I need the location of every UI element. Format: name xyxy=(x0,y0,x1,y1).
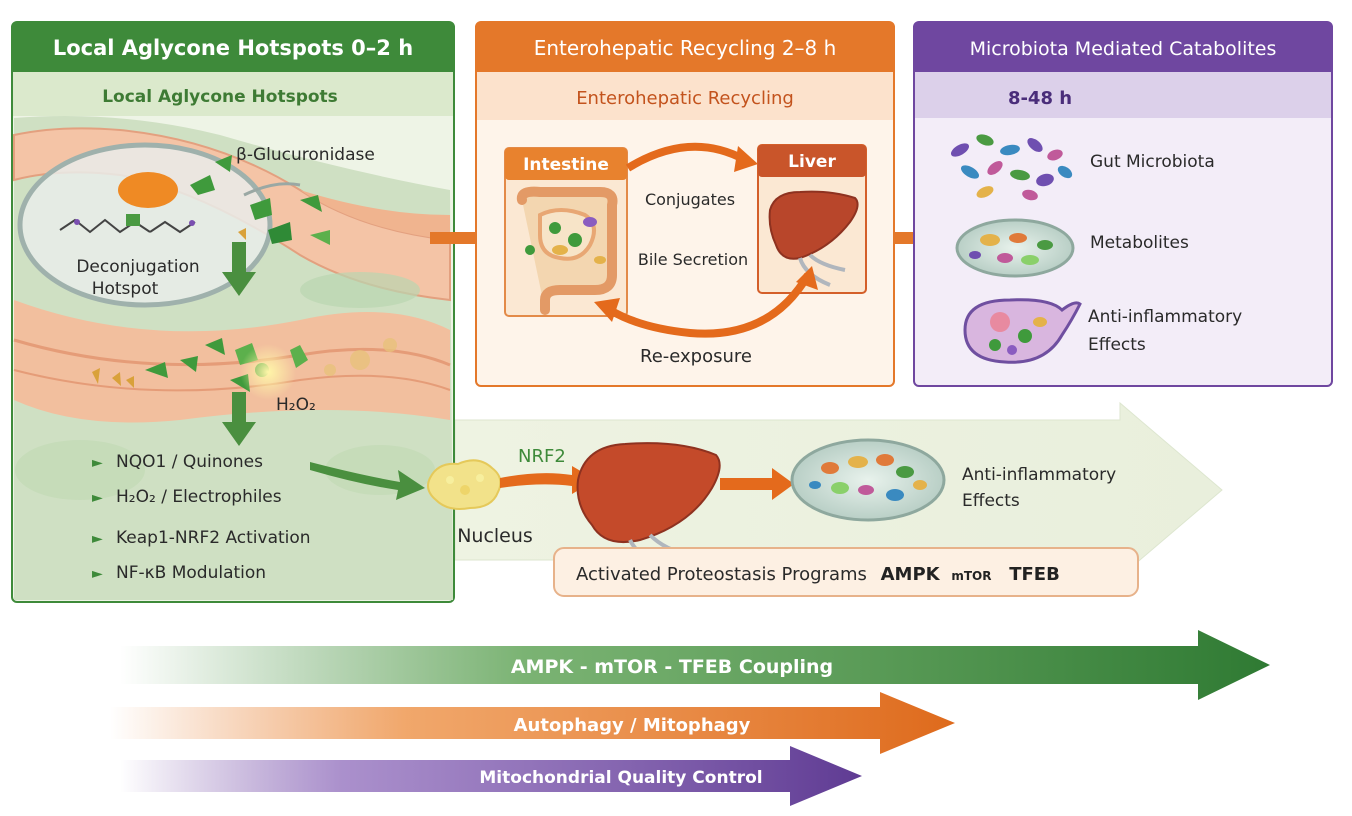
h2o2-glow xyxy=(240,344,296,400)
metabolites-label: Metabolites xyxy=(1090,233,1189,253)
intestine-label: Intestine xyxy=(523,155,609,175)
programs-tfeb: TFEB xyxy=(1009,564,1060,585)
signaling-row xyxy=(427,438,1139,597)
effect-item-h2o2: H₂O₂ / Electrophiles xyxy=(116,487,282,507)
entero-panel-header: Enterohepatic Recycling 2–8 h xyxy=(534,36,837,60)
bullet-marker: ► xyxy=(92,490,103,506)
arrow-liver-to-intestine xyxy=(607,272,812,338)
anti-inflammatory-cell-icon xyxy=(963,298,1082,364)
anti-inflammatory-label: Anti-inflammatory xyxy=(1088,307,1242,327)
signaling-effects-label: Anti-inflammatory xyxy=(962,465,1116,485)
nucleus-label: Nucleus xyxy=(457,525,533,547)
bullet-marker: ► xyxy=(92,455,103,471)
small-amber-shards xyxy=(92,228,246,388)
proteostasis-programs-box xyxy=(553,547,1139,597)
metabolites-dish-icon xyxy=(955,218,1075,278)
local-effects-list: ► NQO1 / Quinones ► H₂O₂ / Electrophiles… xyxy=(92,452,311,583)
effects-label: Effects xyxy=(1088,335,1146,355)
down-arrow-effects xyxy=(222,392,256,446)
programs-mtor: mTOR xyxy=(951,569,991,583)
conjugates-label: Conjugates xyxy=(645,190,735,209)
arrow-liver-to-dish xyxy=(720,468,794,500)
proteostasis-programs-label: Activated Proteostasis Programs AMPK mTO… xyxy=(576,564,1060,585)
enterohepatic-panel xyxy=(475,21,895,387)
deconjugation-label: Deconjugation xyxy=(76,257,199,277)
band-label-mitochondrial: Mitochondrial Quality Control xyxy=(479,768,762,788)
arrowhead xyxy=(734,146,758,172)
hotspot-label: Hotspot xyxy=(92,279,159,299)
re-exposure-label: Re-exposure xyxy=(640,346,752,367)
effect-item-nqo1: NQO1 / Quinones xyxy=(116,452,263,472)
liver-label: Liver xyxy=(788,152,836,172)
signaling-effects-label-2: Effects xyxy=(962,491,1020,511)
band-label-ampk-mtor-tfeb: AMPK - mTOR - TFEB Coupling xyxy=(511,656,833,678)
local-hotspots-panel xyxy=(11,21,455,603)
arrow-nucleus-to-liver xyxy=(500,466,596,494)
nrf2-label: NRF2 xyxy=(518,446,566,467)
anti-inflammatory-dish-icon xyxy=(790,438,946,522)
microbiota-panel xyxy=(913,21,1333,387)
effect-item-nfkb: NF-κB Modulation xyxy=(116,563,266,583)
band-autophagy xyxy=(110,692,955,754)
h2o2-label: H₂O₂ xyxy=(276,395,316,415)
microbiota-panel-subheader: 8-48 h xyxy=(1008,88,1072,109)
arrowhead xyxy=(796,266,818,290)
band-mitochondrial xyxy=(120,746,862,806)
pathway-bands xyxy=(110,630,1270,806)
local-panel-subheader: Local Aglycone Hotspots xyxy=(102,87,338,107)
band-label-autophagy: Autophagy / Mitophagy xyxy=(514,715,751,736)
arrow-to-nucleus xyxy=(310,462,425,500)
effect-item-keap1: Keap1-NRF2 Activation xyxy=(116,528,311,548)
intestine-illustration xyxy=(516,186,618,315)
programs-ampk: AMPK xyxy=(881,564,941,585)
band-ampk-mtor-tfeb xyxy=(120,630,1270,700)
nucleus-icon xyxy=(427,459,502,510)
arrowhead xyxy=(594,298,620,322)
entero-panel-subheader: Enterohepatic Recycling xyxy=(576,88,794,109)
curved-arrow-enzyme xyxy=(243,182,301,197)
bile-secretion-label: Bile Secretion xyxy=(638,250,748,269)
microbiota-panel-header: Microbiota Mediated Catabolites xyxy=(970,38,1277,60)
aglycone-crystals xyxy=(145,155,330,392)
bullet-marker: ► xyxy=(92,566,103,582)
beta-glucuronidase-label: β-Glucuronidase xyxy=(236,145,375,165)
local-panel-header: Local Aglycone Hotspots 0–2 h xyxy=(53,36,413,60)
bullet-marker: ► xyxy=(92,531,103,547)
gut-microbiota-icon xyxy=(950,134,1073,201)
arrow-intestine-to-liver xyxy=(625,142,747,172)
gut-microbiota-label: Gut Microbiota xyxy=(1090,152,1215,172)
programs-prefix: Activated Proteostasis Programs xyxy=(576,564,867,585)
down-arrow-deconjugation xyxy=(222,242,256,296)
